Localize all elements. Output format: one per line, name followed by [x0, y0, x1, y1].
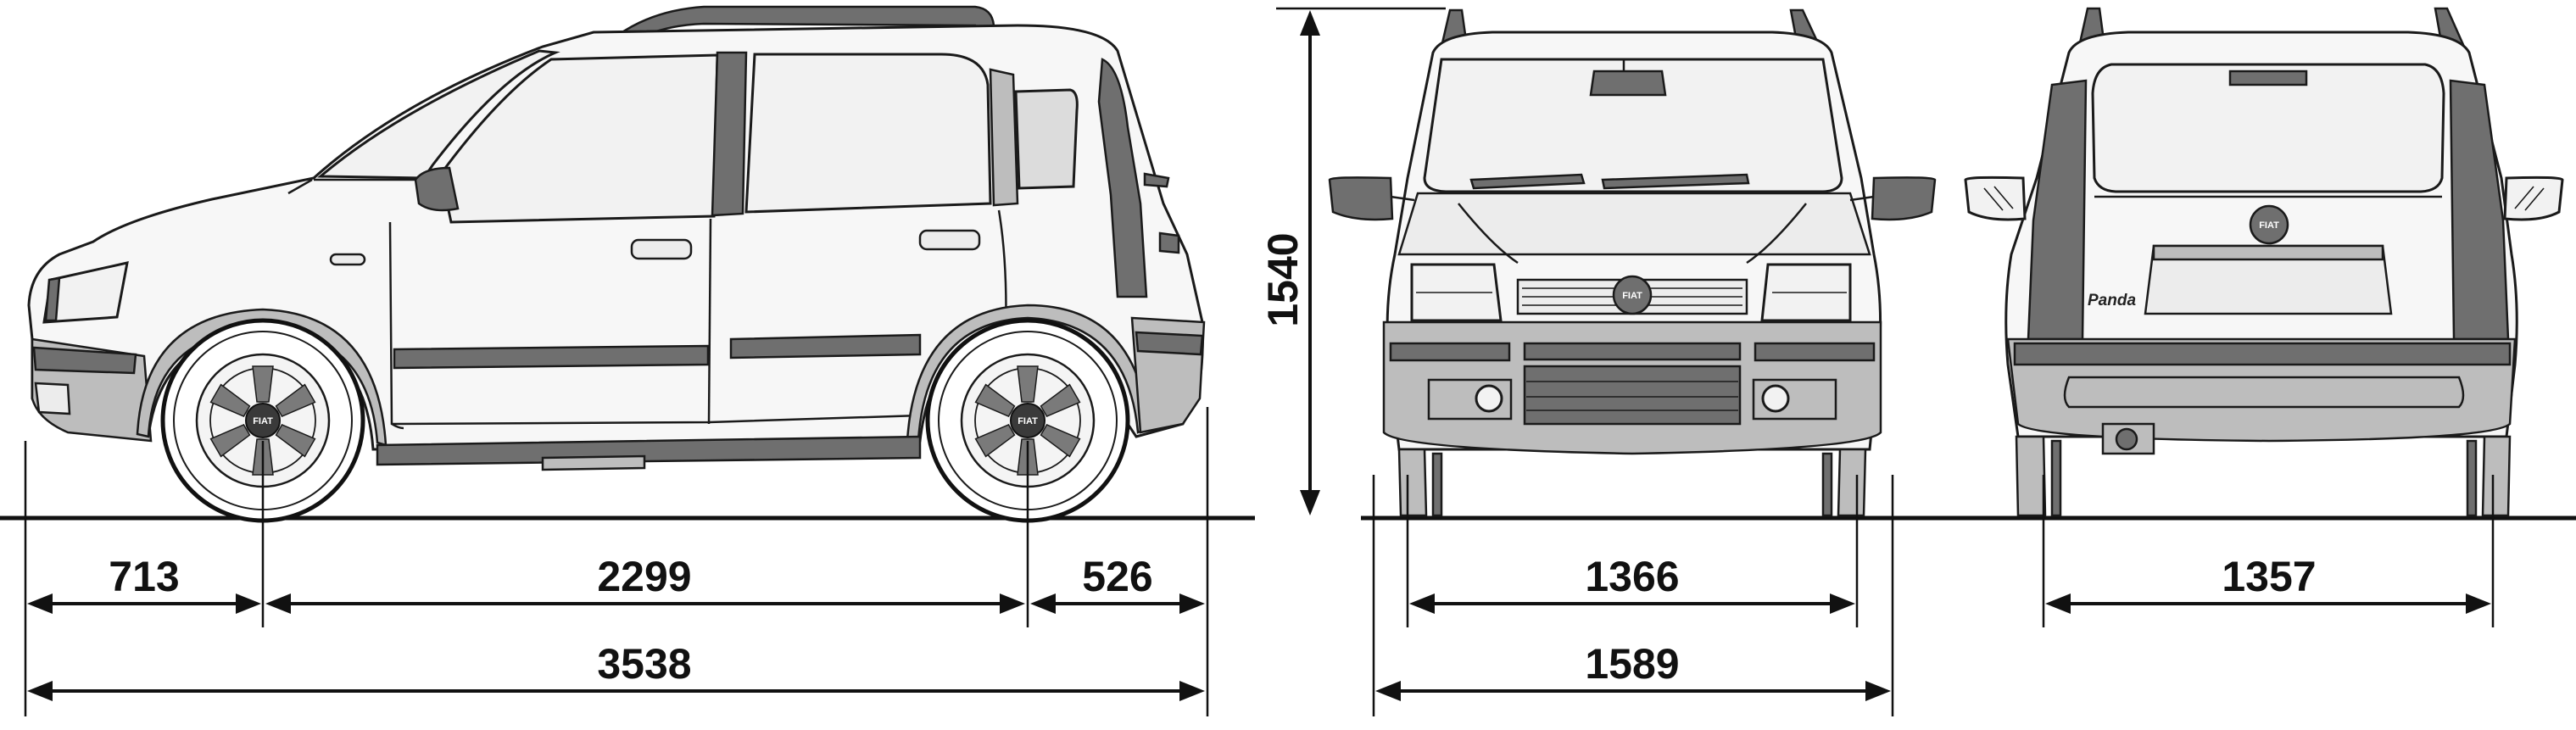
- dim-wheelbase: [265, 593, 1025, 614]
- label-rear-track: 1357: [2222, 553, 2316, 600]
- front-view-car: [1328, 8, 1937, 517]
- label-rear-overhang: 526: [1082, 553, 1152, 600]
- label-wheelbase: 2299: [597, 553, 691, 600]
- side-view-car: [27, 5, 1206, 521]
- label-overall-width: 1589: [1585, 640, 1679, 688]
- label-overall-length: 3538: [597, 640, 691, 688]
- extension-lines: [24, 7, 2495, 716]
- dim-overall-width: [1375, 681, 1891, 701]
- dim-overall-length: [27, 681, 1205, 701]
- label-height: 1540: [1259, 232, 1307, 326]
- front-wheel-logo: FIAT: [253, 416, 273, 426]
- dim-front-overhang: [27, 593, 261, 614]
- dim-rear-track: [2045, 593, 2491, 614]
- label-front-track: 1366: [1585, 553, 1679, 600]
- dim-height: [1300, 10, 1320, 515]
- model-badge: Panda: [2088, 292, 2136, 309]
- label-front-overhang: 713: [109, 553, 179, 600]
- dim-front-track: [1409, 593, 1855, 614]
- grille-logo: FIAT: [1622, 291, 1642, 301]
- dim-rear-overhang: [1030, 593, 1205, 614]
- rear-view-car: [1964, 7, 2564, 517]
- tailgate-logo: FIAT: [2259, 220, 2279, 231]
- rear-wheel-logo: FIAT: [1018, 416, 1038, 426]
